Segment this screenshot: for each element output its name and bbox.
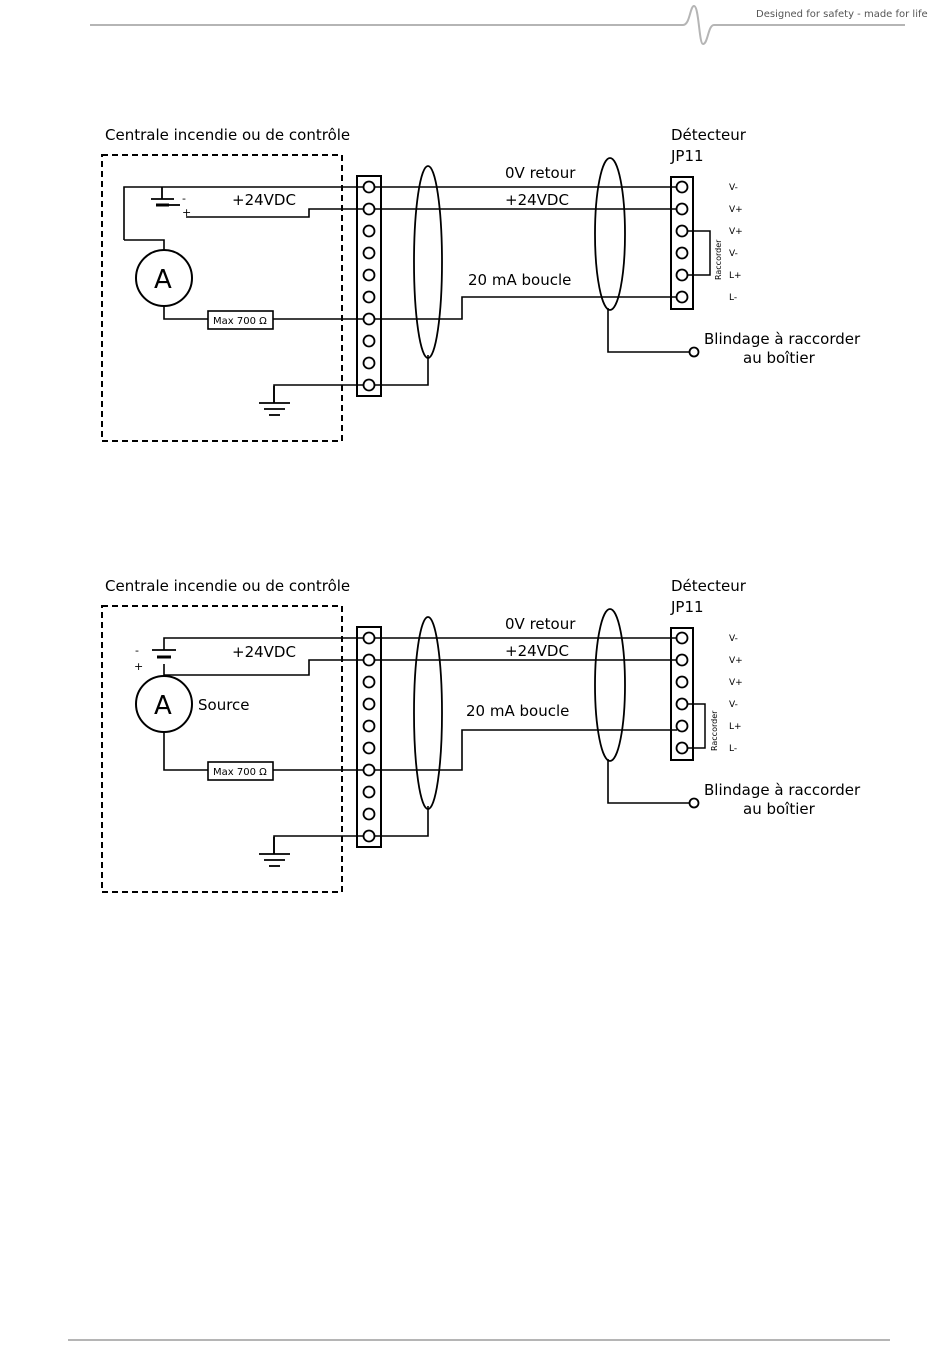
svg-text:V+: V+ xyxy=(729,205,743,215)
ammeter-label: A xyxy=(154,691,172,721)
detector-terminal-block xyxy=(670,176,694,310)
resistor-symbol xyxy=(207,310,274,330)
loop-label: 20 mA boucle xyxy=(466,702,569,720)
header-rule xyxy=(90,4,905,46)
detector-title: Détecteur xyxy=(671,577,747,595)
shield-label-line2: au boîtier xyxy=(743,349,816,367)
shield-terminal xyxy=(688,797,700,809)
ammeter-label: A xyxy=(154,265,172,295)
svg-text:V-: V- xyxy=(729,634,738,644)
detector-terminal-screws xyxy=(675,631,689,755)
wire-0v-label: 0V retour xyxy=(505,615,576,633)
supply-label-panel: +24VDC xyxy=(232,191,296,209)
bridge-label: Raccorder xyxy=(714,239,723,280)
detector-model: JP11 xyxy=(670,147,704,165)
control-panel-box xyxy=(101,605,343,893)
cable-shield-panel xyxy=(413,616,443,810)
wiring-diagram-1: Centrale incendie ou de contrôle Détecte… xyxy=(101,126,861,442)
ground-icon xyxy=(259,837,290,867)
battery-minus: - xyxy=(135,644,139,657)
page-header: Designed for safety - made for life xyxy=(90,4,928,46)
svg-text:V+: V+ xyxy=(729,227,743,237)
shield-label-line1: Blindage à raccorder xyxy=(704,330,861,348)
svg-text:L+: L+ xyxy=(729,722,742,732)
ammeter-symbol xyxy=(135,675,193,733)
battery-minus: - xyxy=(182,192,186,205)
wire-0v-label: 0V retour xyxy=(505,164,576,182)
battery-symbol xyxy=(151,187,180,207)
ammeter-symbol xyxy=(135,249,193,307)
svg-text:V-: V- xyxy=(729,249,738,259)
svg-text:L-: L- xyxy=(729,744,737,754)
resistor-label: Max 700 Ω xyxy=(213,767,267,778)
wires xyxy=(123,186,690,403)
battery-plus: + xyxy=(134,660,143,673)
control-panel-box xyxy=(101,154,343,442)
cable-shield-panel xyxy=(413,165,443,359)
wire-24v-label: +24VDC xyxy=(505,191,569,209)
detector-terminal-labels: V- V+ V+ V- L+ L- xyxy=(729,634,743,754)
wire-24v-label: +24VDC xyxy=(505,642,569,660)
bridge-label: Raccorder xyxy=(710,710,719,751)
detector-terminal-screws xyxy=(675,180,689,304)
svg-text:V+: V+ xyxy=(729,678,743,688)
shield-label-line2: au boîtier xyxy=(743,800,816,818)
detector-terminal-labels: V- V+ V+ V- L+ L- xyxy=(729,183,743,303)
battery-symbol xyxy=(152,649,176,659)
svg-text:V-: V- xyxy=(729,183,738,193)
panel-title: Centrale incendie ou de contrôle xyxy=(105,126,350,144)
svg-text:V-: V- xyxy=(729,700,738,710)
resistor-symbol xyxy=(207,761,274,781)
detector-terminal-block xyxy=(670,627,694,761)
cable-shield-detector xyxy=(594,157,626,311)
source-label: Source xyxy=(198,696,250,714)
header-tagline: Designed for safety - made for life xyxy=(756,9,928,20)
svg-text:V+: V+ xyxy=(729,656,743,666)
wiring-diagram-2: Centrale incendie ou de contrôle Détecte… xyxy=(101,577,861,893)
ground-icon xyxy=(259,386,290,416)
terminal-strip-screws xyxy=(362,631,376,843)
detector-model: JP11 xyxy=(670,598,704,616)
detector-title: Détecteur xyxy=(671,126,747,144)
battery-plus: + xyxy=(182,206,191,219)
terminal-strip-screws xyxy=(362,180,376,392)
cable-shield-detector xyxy=(594,608,626,762)
panel-title: Centrale incendie ou de contrôle xyxy=(105,577,350,595)
svg-text:L-: L- xyxy=(729,293,737,303)
detector-bridge-wire xyxy=(688,703,706,749)
wires xyxy=(163,637,690,854)
svg-text:L+: L+ xyxy=(729,271,742,281)
resistor-label: Max 700 Ω xyxy=(213,316,267,327)
supply-label-panel: +24VDC xyxy=(232,643,296,661)
detector-bridge-wire xyxy=(688,230,711,276)
shield-terminal xyxy=(688,346,700,358)
shield-label-line1: Blindage à raccorder xyxy=(704,781,861,799)
loop-label: 20 mA boucle xyxy=(468,271,571,289)
